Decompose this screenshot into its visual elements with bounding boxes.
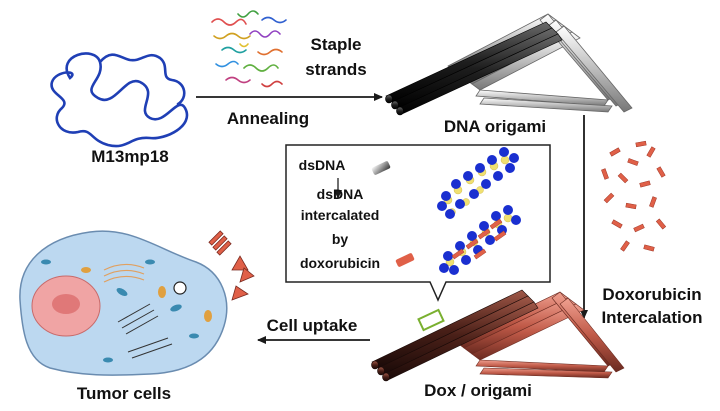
uptake-fragments-icon — [208, 230, 255, 301]
tumor-cells-label: Tumor cells — [77, 384, 171, 403]
staple-strands-icon — [211, 10, 287, 88]
dsdna-helix-icon — [437, 147, 519, 219]
dsdna-swatch-icon — [371, 161, 391, 175]
intercalation-label-1: Doxorubicin — [602, 285, 701, 304]
inset-callout: dsDNA dsDNA intercalated by doxorubicin — [285, 144, 551, 302]
dna-origami-icon — [385, 13, 633, 116]
dox-origami-label: Dox / origami — [424, 381, 532, 400]
tumor-cell-icon — [19, 230, 228, 376]
staple-strands-label-2: strands — [305, 60, 366, 79]
m13-label: M13mp18 — [91, 147, 168, 166]
m13-scaffold-icon — [50, 52, 189, 148]
intercalation-label-2: Intercalation — [601, 308, 702, 327]
annealing-label: Annealing — [227, 109, 309, 128]
inset-dsdna-label: dsDNA — [299, 157, 346, 173]
inset-intercalated-line3: by — [332, 231, 349, 247]
zoom-highlight-box — [417, 308, 445, 332]
inset-intercalated-line4: doxorubicin — [300, 255, 380, 271]
inset-intercalated-line1: dsDNA — [317, 186, 364, 202]
staple-strands-label-1: Staple — [310, 35, 361, 54]
dox-origami-icon — [371, 289, 625, 382]
inset-intercalated-line2: intercalated — [301, 207, 380, 223]
intercalated-helix-icon — [439, 205, 521, 275]
cell-uptake-label: Cell uptake — [267, 316, 358, 335]
doxorubicin-molecules-icon — [601, 140, 667, 252]
intercalated-swatch-icon — [395, 253, 415, 267]
dna-origami-label: DNA origami — [444, 117, 546, 136]
